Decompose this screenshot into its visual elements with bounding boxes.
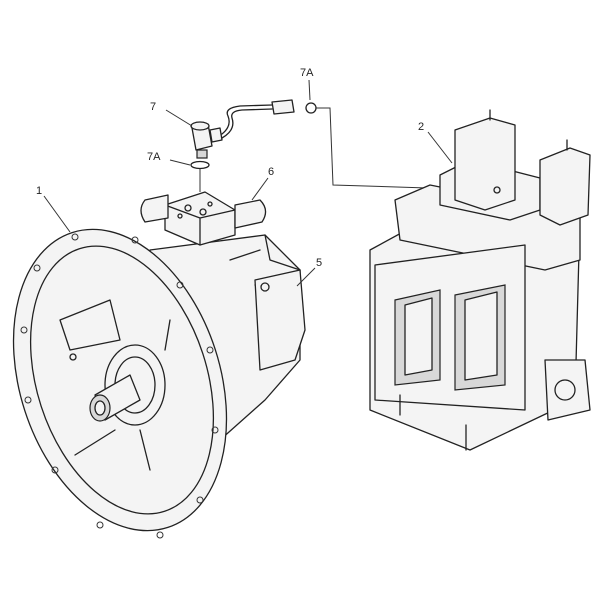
tube-nut [271, 99, 295, 115]
callout-5: 5 [316, 257, 322, 269]
o-ring-7a-mid [190, 160, 210, 170]
callout-7a-top: 7A [300, 67, 314, 79]
callout-7a-mid: 7A [147, 151, 161, 163]
leader-lines [43, 79, 453, 287]
elbow-fitting-7 [190, 121, 223, 159]
o-ring-7a-top [305, 102, 317, 114]
valve-block-6 [140, 191, 267, 246]
callout-6: 6 [268, 166, 274, 178]
pump-assembly-2 [369, 109, 591, 451]
hydraulic-tube-inner [221, 108, 273, 139]
callout-1: 1 [36, 185, 42, 197]
drive-shaft [89, 344, 166, 426]
hydraulic-tube [221, 104, 273, 135]
callout-2: 2 [418, 121, 424, 133]
assembly-line-to-2 [316, 107, 491, 191]
callout-7: 7 [150, 101, 156, 113]
